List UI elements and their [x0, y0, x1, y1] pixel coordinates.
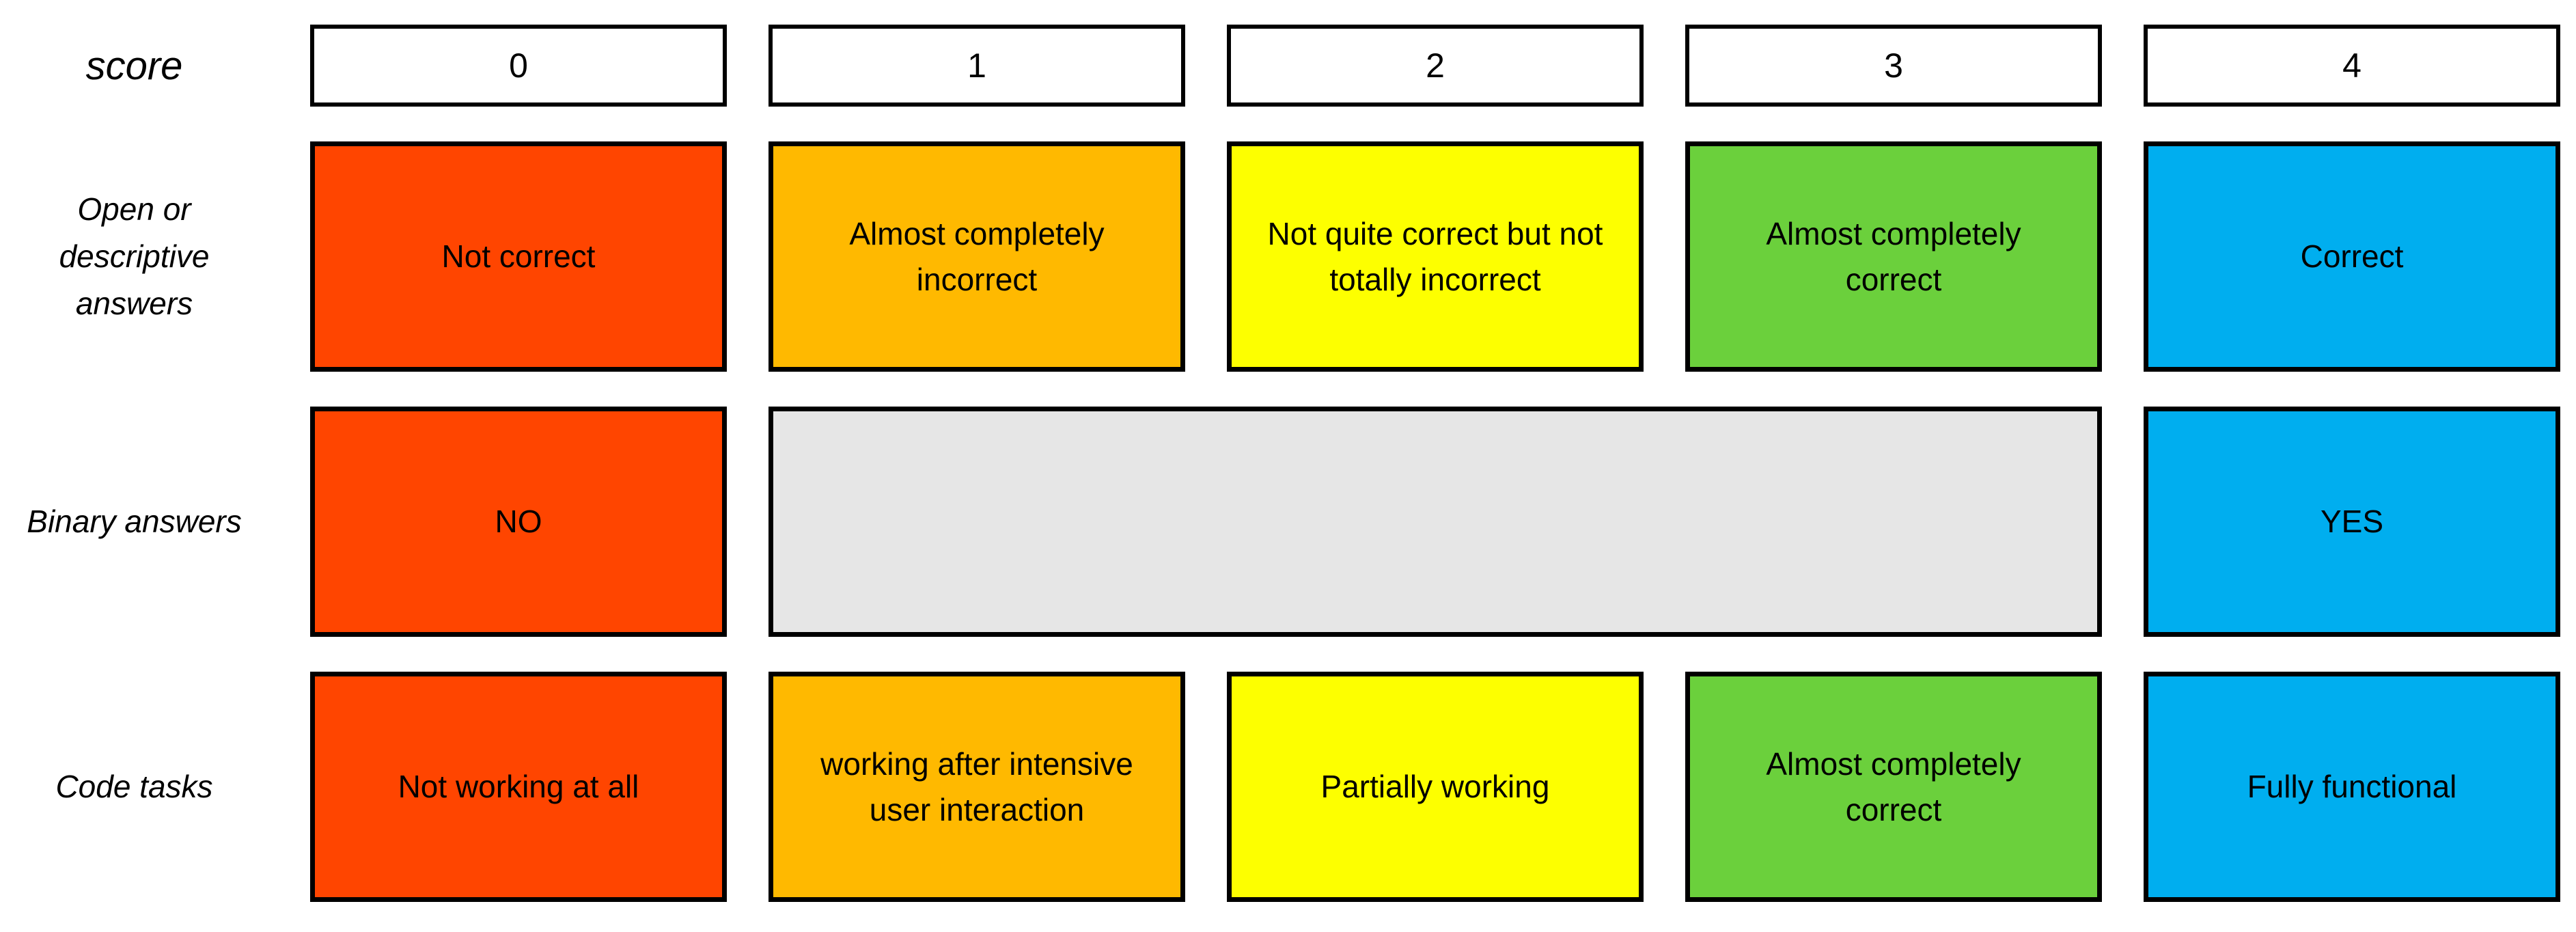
cell-open-score2: Not quite correct but not totally incorr… — [1227, 141, 1644, 372]
cell-code-score1: working after intensive user interaction — [768, 672, 1185, 902]
score-header-label: score — [85, 43, 183, 88]
cell-open-score1: Almost completely incorrect — [768, 141, 1185, 372]
cell-open-score4: Correct — [2144, 141, 2560, 372]
score-box-2: 2 — [1227, 25, 1644, 107]
cell-open-score0: Not correct — [310, 141, 727, 372]
cell-open-score3: Almost completely correct — [1685, 141, 2102, 372]
row-label-code-tasks: Code tasks — [55, 769, 213, 804]
cell-code-score4: Fully functional — [2144, 672, 2560, 902]
row-label-open-descriptive-answers: Open or descriptive answers — [59, 191, 210, 321]
cell-code-score0: Not working at all — [310, 672, 727, 902]
cell-binary-score4: YES — [2144, 407, 2560, 637]
score-box-4: 4 — [2144, 25, 2560, 107]
cell-code-score3: Almost completely correct — [1685, 672, 2102, 902]
rubric-grid: score 0 1 2 3 4 Open or descriptive answ… — [0, 25, 2560, 902]
cell-code-score2: Partially working — [1227, 672, 1644, 902]
cell-binary-score0: NO — [310, 407, 727, 637]
row-label-binary-answers: Binary answers — [27, 504, 242, 539]
score-box-3: 3 — [1685, 25, 2102, 107]
cell-binary-middle-empty — [768, 407, 2102, 637]
score-box-1: 1 — [768, 25, 1185, 107]
score-box-0: 0 — [310, 25, 727, 107]
